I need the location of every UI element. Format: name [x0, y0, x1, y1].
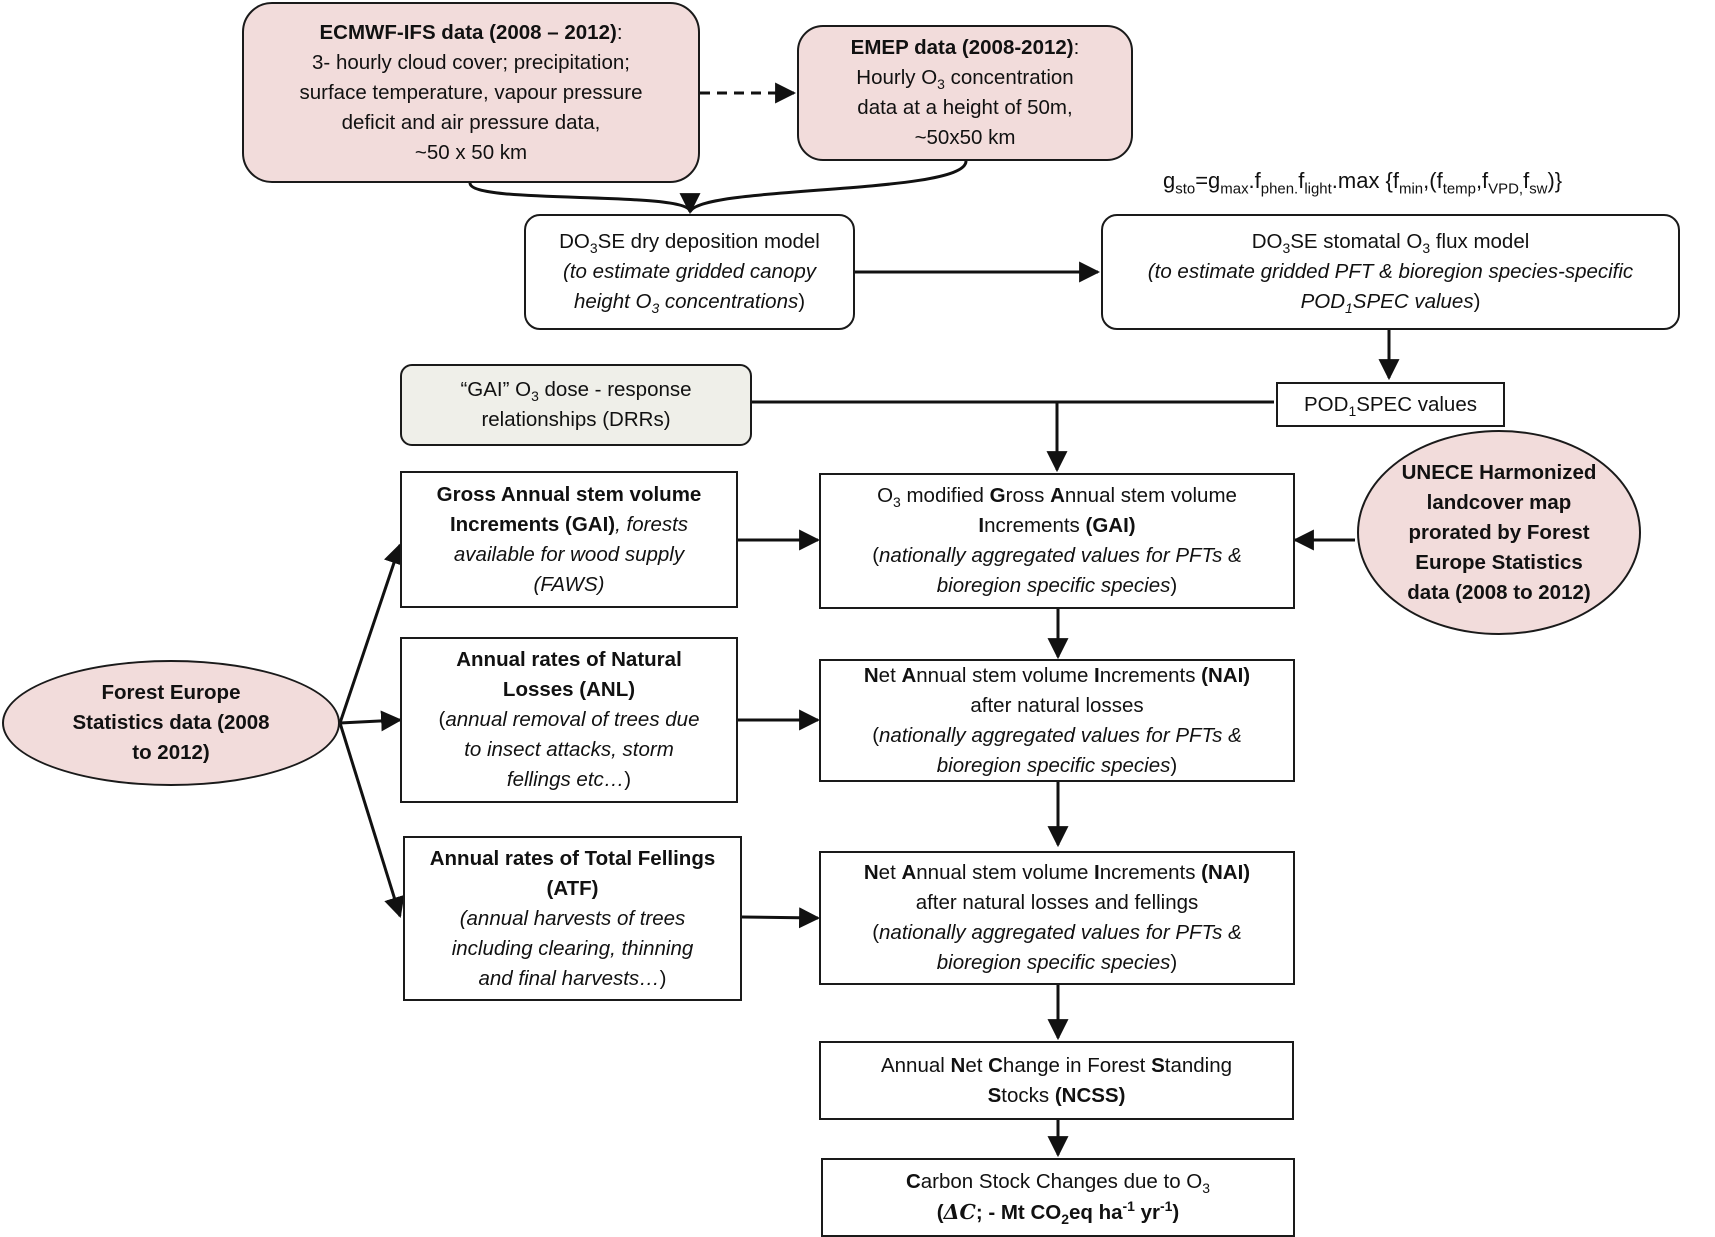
carbon-stock-changes-box: Carbon Stock Changes due to O3 (ΔC; - Mt… [821, 1158, 1295, 1237]
ecmwf-ifs-data-box: ECMWF-IFS data (2008 – 2012): 3- hourly … [242, 2, 700, 183]
dry-deposition-model-box: DO3SE dry deposition model (to estimate … [524, 214, 855, 330]
ecmwf-line5: ~50 x 50 km [414, 140, 528, 164]
atf-box: Annual rates of Total Fellings (ATF) (an… [403, 836, 742, 1001]
pod-spec-values-box: POD1SPEC values [1276, 382, 1505, 427]
stomatal-conductance-formula: gsto=gmax.fphen.flight.max {fmin,(ftemp,… [1163, 168, 1563, 198]
forest-europe-statistics-ellipse: Forest Europe Statistics data (2008 to 2… [2, 660, 340, 786]
o3-modified-gai-box: O3 modified Gross Annual stem volume Inc… [819, 473, 1295, 609]
gai-dose-response-box: “GAI” O3 dose - response relationships (… [400, 364, 752, 446]
unece-landcover-ellipse: UNECE Harmonized landcover map prorated … [1357, 430, 1641, 635]
anl-box: Annual rates of Natural Losses (ANL) (an… [400, 637, 738, 803]
ecmwf-line3: surface temperature, vapour pressure [299, 80, 643, 104]
ecmwf-title: ECMWF-IFS data (2008 – 2012) [319, 20, 617, 44]
emep-title: EMEP data (2008-2012) [850, 36, 1074, 59]
ecmwf-line4: deficit and air pressure data, [341, 110, 601, 134]
emep-line2: Hourly O3 concentration [856, 66, 1074, 93]
ecmwf-line2: 3- hourly cloud cover; precipitation; [312, 50, 630, 74]
stomatal-flux-model-box: DO3SE stomatal O3 flux model (to estimat… [1101, 214, 1680, 330]
gross-gai-box: Gross Annual stem volume Increments (GAI… [400, 471, 738, 608]
ncss-box: Annual Net Change in Forest Standing Sto… [819, 1041, 1294, 1120]
emep-data-box: EMEP data (2008-2012): Hourly O3 concent… [797, 25, 1133, 161]
edge-ecmwf-to-drydep [468, 182, 701, 215]
emep-line3: data at a height of 50m, [857, 96, 1073, 119]
edge-emep-to-drydep [688, 160, 968, 213]
emep-line4: ~50x50 km [914, 126, 1016, 149]
edge-fe-to-anl [339, 710, 403, 732]
edge-fe-to-atf [338, 722, 405, 919]
edge-fe-to-grossgai [338, 543, 404, 724]
nai-after-fellings-box: Net Annual stem volume Increments (NAI) … [819, 851, 1295, 985]
nai-after-natural-losses-box: Net Annual stem volume Increments (NAI) … [819, 659, 1295, 782]
edge-atf-to-nai2 [741, 907, 821, 929]
